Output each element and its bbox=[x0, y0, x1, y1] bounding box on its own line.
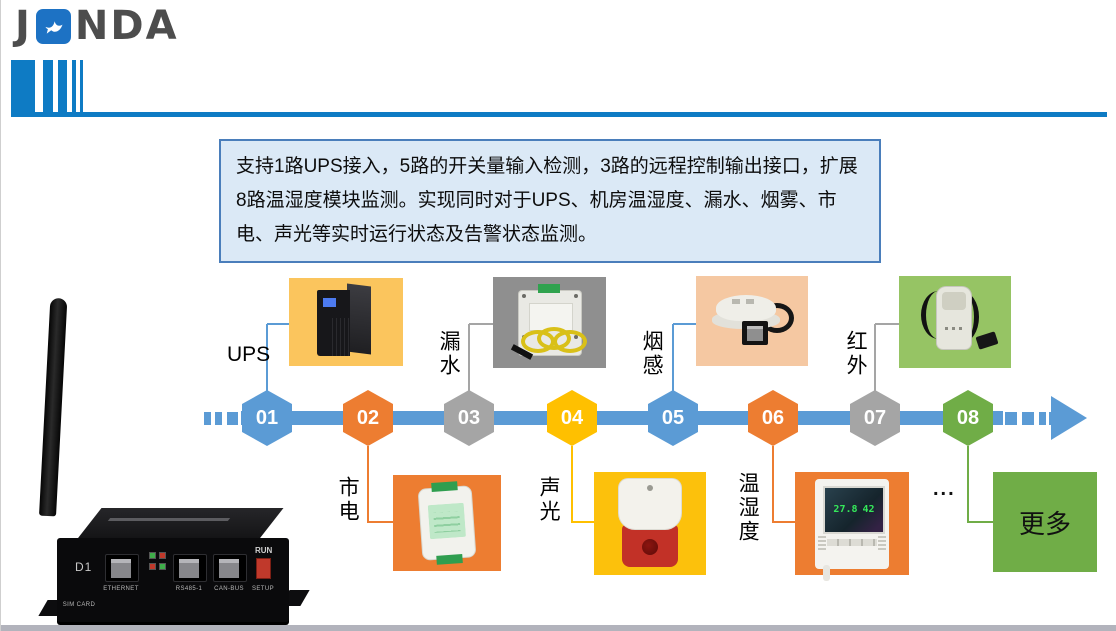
connector-03 bbox=[468, 324, 470, 392]
run-label: RUN bbox=[255, 546, 273, 555]
timeline-node-03: 03 bbox=[444, 390, 494, 446]
node-number: 01 bbox=[255, 406, 279, 429]
header-rule bbox=[11, 112, 1107, 117]
infrared-sensor-photo bbox=[899, 276, 1011, 368]
timeline-node-04: 04 bbox=[547, 390, 597, 446]
timeline-node-01: 01 bbox=[242, 390, 292, 446]
mains-module-illustration bbox=[418, 480, 476, 565]
timeline-node-05: 05 bbox=[648, 390, 698, 446]
sim-card-label: SIM CARD bbox=[62, 602, 96, 608]
logo-text-left: J bbox=[15, 3, 32, 49]
connector-08 bbox=[967, 446, 969, 523]
intro-text-box: 支持1路UPS接入，5路的开关量输入检测，3路的远程控制输出接口，扩展8路温湿度… bbox=[219, 139, 881, 263]
siren-illustration bbox=[619, 478, 681, 569]
timeline-dash bbox=[1005, 412, 1017, 425]
temp-humidity-display-photo: 27.8 42 bbox=[795, 472, 909, 581]
connector-07 bbox=[874, 324, 876, 392]
node-number: 02 bbox=[356, 406, 380, 429]
water-leak-sensor-photo bbox=[493, 277, 606, 368]
more-label: 更多 bbox=[1018, 508, 1071, 539]
status-leds bbox=[149, 552, 166, 570]
deco-bar-3 bbox=[58, 60, 67, 112]
model-label: D1 bbox=[75, 560, 93, 574]
logo-square bbox=[35, 8, 71, 44]
connector-02 bbox=[367, 446, 369, 523]
connector-01 bbox=[266, 324, 268, 392]
ethernet-label: ETHERNET bbox=[103, 586, 139, 592]
timeline-node-08: 08 bbox=[943, 390, 993, 446]
gateway-top-print bbox=[107, 518, 231, 521]
rs485-port bbox=[173, 554, 207, 582]
deco-bar-1 bbox=[11, 60, 35, 112]
logo-text-right: NDA bbox=[74, 3, 179, 49]
node-number: 08 bbox=[956, 406, 980, 429]
sound-light-alarm-photo bbox=[594, 472, 706, 575]
node-number: 03 bbox=[457, 406, 481, 429]
smoke-detector-photo bbox=[696, 276, 808, 366]
timeline-node-06: 06 bbox=[748, 390, 798, 446]
deco-bar-5 bbox=[80, 60, 83, 112]
antenna bbox=[39, 297, 68, 517]
mains-power-module-photo bbox=[393, 475, 501, 571]
setup-switch bbox=[256, 558, 271, 579]
more-block: 更多 bbox=[993, 472, 1097, 572]
timeline-arrowhead bbox=[1051, 396, 1087, 440]
rs485-label: RS485-1 bbox=[175, 586, 203, 592]
timeline-dash bbox=[227, 412, 238, 425]
connector-03 bbox=[469, 323, 493, 325]
connector-06 bbox=[773, 521, 795, 523]
node-number: 07 bbox=[863, 406, 887, 429]
timeline-dash bbox=[204, 412, 211, 425]
gateway-front-panel: D1 SIM CARD ETHERNET RS485-1 CAN-BUS RUN… bbox=[57, 538, 289, 622]
label-smoke: 烟感 bbox=[640, 330, 664, 378]
timeline-node-07: 07 bbox=[850, 390, 900, 446]
timeline-dash bbox=[1039, 412, 1046, 425]
label-mains: 市电 bbox=[336, 476, 360, 524]
company-logo: J NDA bbox=[15, 6, 179, 46]
timeline-dash bbox=[1022, 412, 1034, 425]
connector-06 bbox=[772, 446, 774, 523]
humidity-readout: 42 bbox=[862, 504, 875, 515]
node-number: 04 bbox=[560, 406, 584, 429]
can-bus-port bbox=[213, 554, 247, 582]
ethernet-port bbox=[105, 554, 139, 582]
connector-01 bbox=[267, 323, 289, 325]
connector-08 bbox=[968, 521, 993, 523]
timeline-bar bbox=[241, 411, 1003, 425]
temperature-readout: 27.8 bbox=[833, 504, 858, 515]
monitoring-gateway-photo: D1 SIM CARD ETHERNET RS485-1 CAN-BUS RUN… bbox=[1, 290, 310, 622]
label-ellipsis: ... bbox=[933, 478, 956, 500]
smoke-detector-illustration bbox=[710, 289, 794, 353]
infrared-sensor-illustration bbox=[915, 287, 999, 357]
connector-05 bbox=[673, 323, 696, 325]
connector-04 bbox=[572, 521, 594, 523]
leak-module-illustration bbox=[510, 283, 587, 360]
timeline-dash bbox=[215, 412, 222, 425]
connector-04 bbox=[571, 446, 573, 523]
label-siren: 声光 bbox=[537, 476, 561, 524]
gateway-top-face bbox=[76, 508, 284, 540]
can-bus-label: CAN-BUS bbox=[214, 586, 244, 592]
ups-photo bbox=[289, 278, 403, 366]
ups-device-illustration bbox=[317, 283, 375, 359]
label-leak: 漏水 bbox=[437, 330, 461, 378]
timeline-node-02: 02 bbox=[343, 390, 393, 446]
label-infrared: 红外 bbox=[844, 330, 868, 378]
connector-02 bbox=[368, 521, 393, 523]
connector-05 bbox=[672, 324, 674, 392]
node-number: 06 bbox=[761, 406, 785, 429]
temp-humidity-illustration: 27.8 42 bbox=[815, 478, 889, 581]
connector-07 bbox=[875, 323, 899, 325]
deco-bar-4 bbox=[72, 60, 76, 112]
bird-icon bbox=[40, 10, 67, 42]
setup-label: SETUP bbox=[251, 586, 274, 592]
label-temp-humidity: 温湿度 bbox=[736, 472, 760, 544]
node-number: 05 bbox=[661, 406, 685, 429]
deco-bar-2 bbox=[43, 60, 53, 112]
slide-bottom-edge bbox=[1, 625, 1116, 631]
label-ups: UPS bbox=[227, 343, 271, 366]
